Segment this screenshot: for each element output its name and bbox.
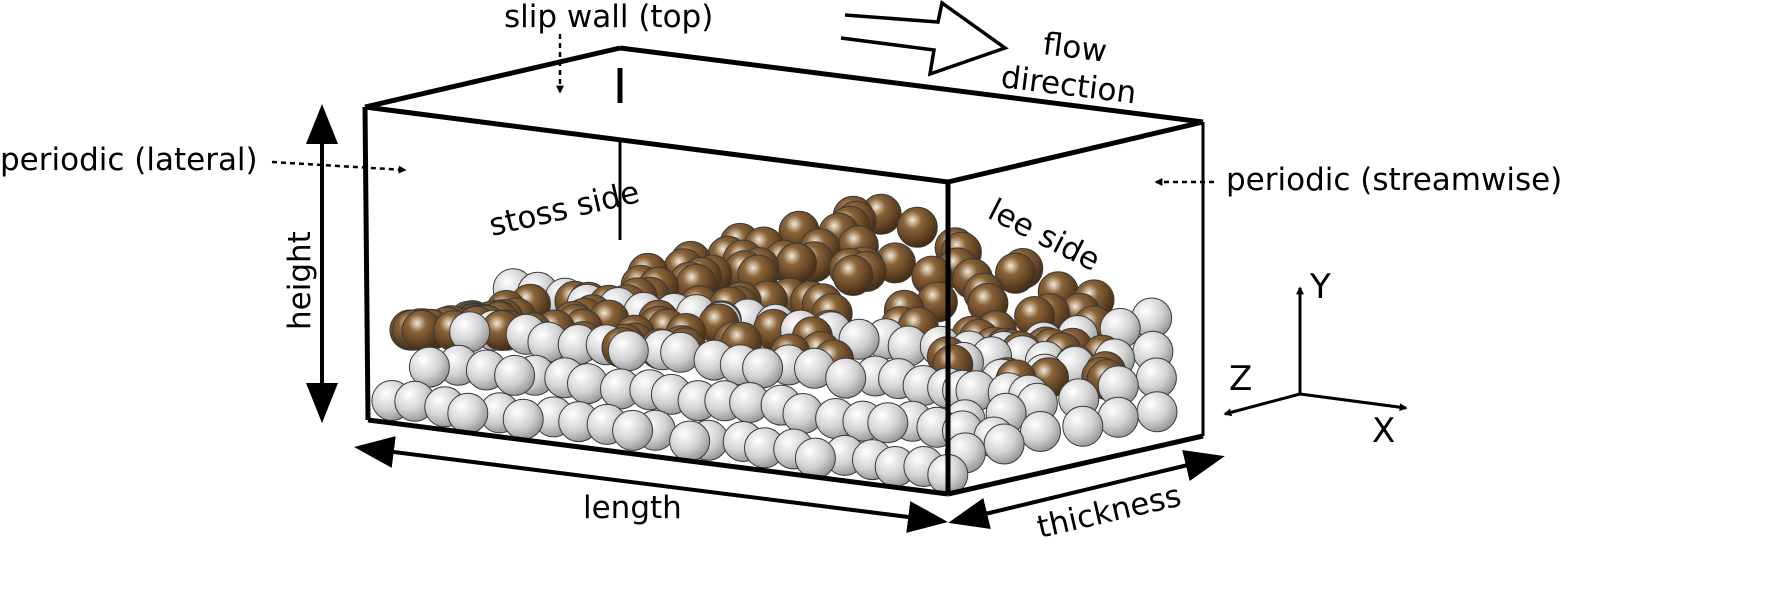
particle [447, 392, 489, 434]
axis-x-label: X [1372, 411, 1395, 451]
particle [1020, 411, 1061, 452]
particle [669, 420, 711, 462]
particle [1136, 391, 1178, 433]
particle [502, 398, 544, 440]
box-back-edges [364, 45, 1204, 240]
particle [832, 255, 874, 296]
box-edge-front-top [364, 104, 949, 185]
particle [995, 252, 1036, 294]
box-edge-front-left [362, 106, 371, 421]
particle [776, 242, 817, 284]
slip-wall-label: slip wall (top) [504, 0, 713, 35]
particle [983, 423, 1025, 465]
box-edge-right-top [947, 119, 1204, 185]
thickness-label: thickness [1034, 478, 1185, 546]
axis-z-label: Z [1229, 359, 1252, 399]
particle [1062, 405, 1104, 447]
periodic-lateral-label: periodic (lateral) [0, 142, 258, 178]
particle [612, 409, 654, 451]
axes-triad [1223, 286, 1408, 417]
flow-direction-arrow [840, 0, 1009, 77]
particle [794, 437, 836, 479]
particle [896, 206, 938, 248]
periodic-lateral-pointer [271, 160, 407, 174]
height-label: height [282, 231, 318, 330]
particle-bed [371, 193, 1178, 495]
flow-label-line1: flow [1041, 26, 1109, 70]
length-label: length [583, 490, 682, 526]
x-axis-arrow [1299, 392, 1408, 412]
thickness-arrow [948, 449, 1225, 530]
length-arrow [354, 436, 948, 533]
particle [607, 330, 649, 372]
z-axis-arrow [1223, 392, 1301, 417]
particle [825, 357, 867, 399]
box-edge-back-top [619, 45, 1204, 125]
axis-y-label: Y [1309, 267, 1331, 307]
particle [742, 347, 784, 389]
particle [867, 402, 909, 444]
box-edge-back-top-left [364, 45, 621, 110]
particle [1097, 396, 1139, 438]
particle [494, 354, 536, 396]
periodic-streamwise-label: periodic (streamwise) [1226, 162, 1562, 198]
